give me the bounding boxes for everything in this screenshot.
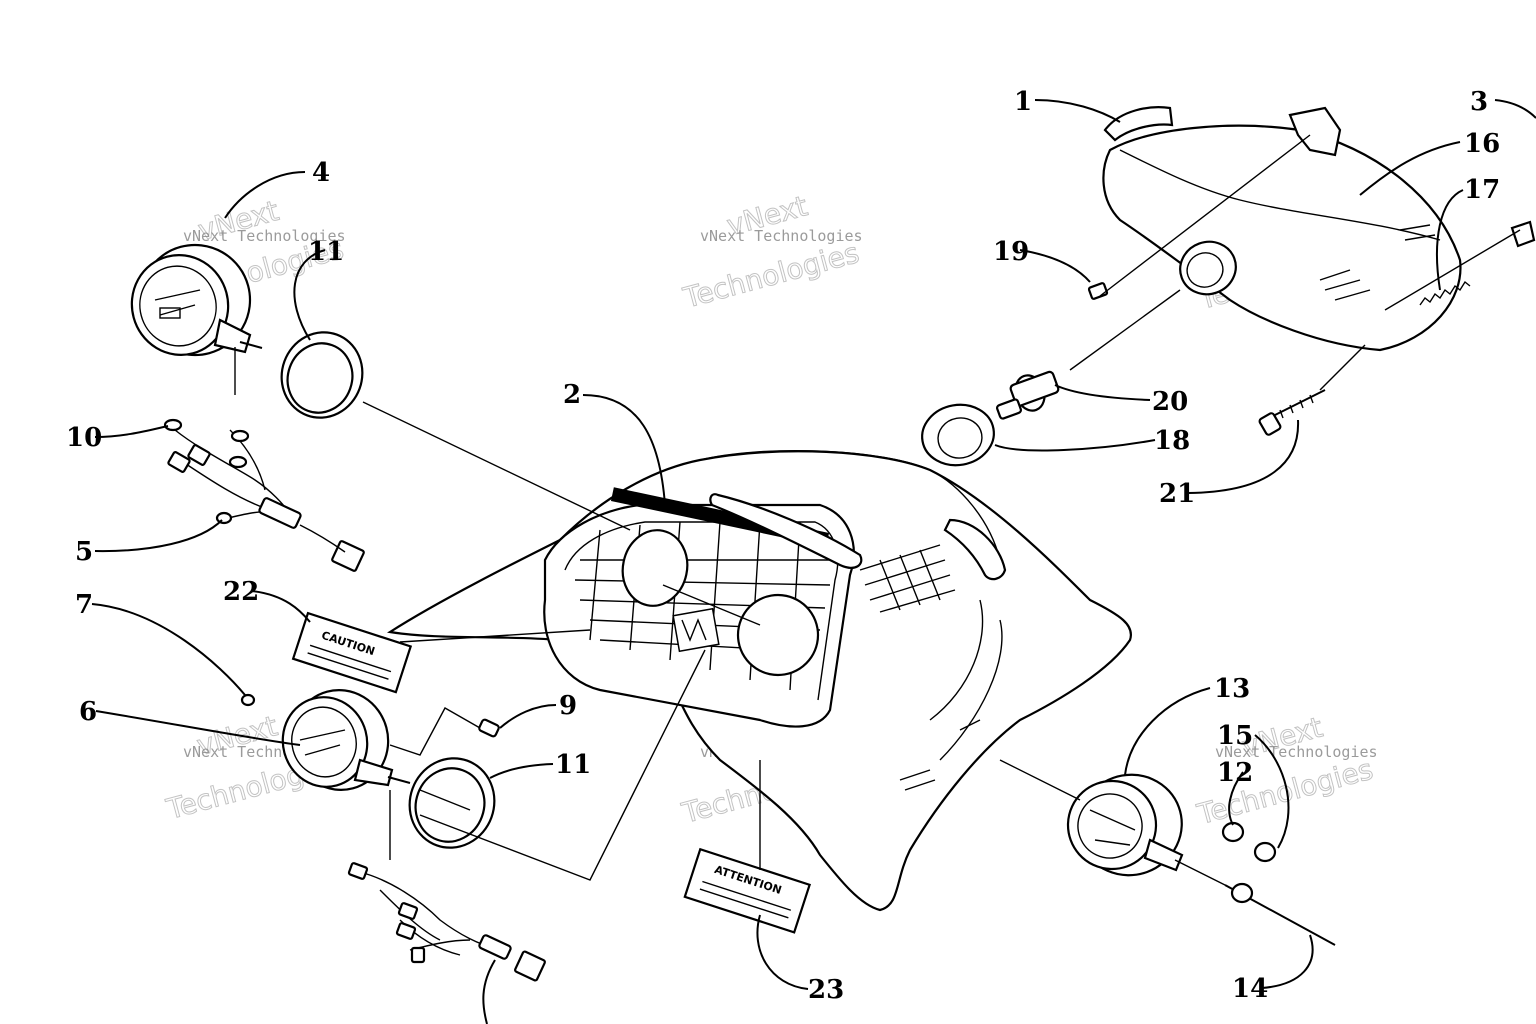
callout-4: 4 (312, 158, 330, 188)
callout-14: 14 (1232, 974, 1268, 1004)
callout-19: 19 (993, 237, 1029, 267)
callout-9: 9 (559, 691, 577, 721)
callout-labels: 1 2 3 4 5 6 7 9 10 11 11 12 13 14 15 16 … (66, 87, 1500, 1005)
console-hood (386, 450, 1133, 912)
callout-17: 17 (1464, 175, 1500, 205)
watermark-center-top: vNext vNext Technologies Technologies (679, 189, 863, 316)
callout-20: 20 (1152, 387, 1188, 417)
callout-11-lower: 11 (555, 750, 591, 780)
callout-12: 12 (1217, 758, 1253, 788)
callout-leaders (91, 99, 1536, 1024)
callout-2: 2 (563, 380, 581, 410)
callout-1: 1 (1014, 87, 1032, 117)
callout-13: 13 (1214, 674, 1250, 704)
gauge-part-6 (240, 689, 411, 791)
svg-text:vNext Technologies: vNext Technologies (1215, 743, 1378, 761)
callout-16: 16 (1464, 129, 1500, 159)
svg-text:Technologies: Technologies (679, 236, 862, 315)
pin-part-19 (1087, 282, 1109, 300)
alignment-lines (234, 134, 1521, 886)
callout-22: 22 (223, 577, 259, 607)
callout-5: 5 (75, 537, 93, 567)
callout-23: 23 (808, 975, 844, 1005)
harness-upper (163, 418, 365, 572)
decal-attention: ATTENTION (683, 847, 812, 934)
callout-18: 18 (1154, 426, 1190, 456)
bezel-ring-upper (280, 331, 364, 419)
callout-21: 21 (1159, 479, 1195, 509)
callout-11-upper: 11 (308, 237, 344, 267)
decal-caution: CAUTION (291, 611, 413, 694)
bulb-part-9 (478, 718, 500, 738)
callout-6: 6 (79, 697, 97, 727)
harness-lower (347, 862, 546, 982)
svg-text:vNext Technologies: vNext Technologies (183, 227, 346, 245)
callout-15: 15 (1217, 721, 1253, 751)
retainer-ring-18 (921, 403, 995, 467)
callout-7: 7 (75, 590, 93, 620)
callout-10: 10 (66, 423, 102, 453)
gauge-part-13 (1066, 773, 1336, 946)
bulb-part-20 (996, 370, 1060, 420)
screw-part-21 (1258, 389, 1326, 436)
callout-3: 3 (1470, 87, 1488, 117)
svg-text:vNext Technologies: vNext Technologies (700, 227, 863, 245)
gauge-part-4 (130, 243, 263, 357)
headlight-assembly (921, 106, 1536, 467)
side-hatch (859, 544, 981, 791)
